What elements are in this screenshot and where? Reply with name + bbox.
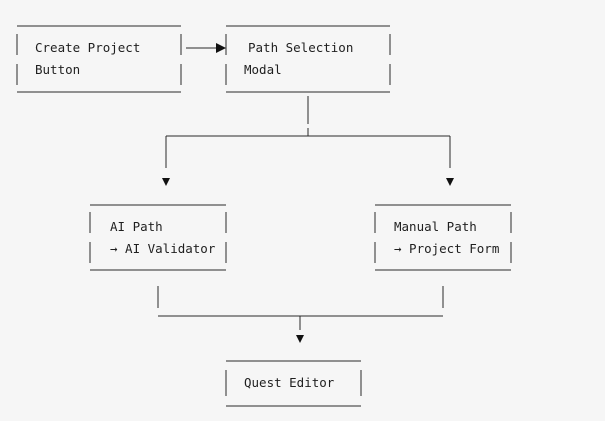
node-ai-path-line1: AI Path bbox=[110, 219, 163, 234]
node-path-selection-frame bbox=[225, 25, 391, 93]
arrowhead-down-merge-icon bbox=[296, 335, 304, 343]
node-ai-path-frame bbox=[89, 204, 227, 271]
node-manual-path-line2: → Project Form bbox=[394, 241, 500, 256]
node-manual-path-frame bbox=[374, 204, 512, 271]
node-ai-path-line2: → AI Validator bbox=[110, 241, 216, 256]
edge-create-to-selection bbox=[186, 43, 226, 53]
arrowhead-right-icon bbox=[216, 43, 226, 53]
arrowhead-down-right-icon bbox=[446, 178, 454, 186]
edge-selection-split bbox=[162, 96, 454, 186]
arrowhead-down-left-icon bbox=[162, 178, 170, 186]
node-create-project-line1: Create Project bbox=[35, 40, 141, 55]
node-quest-editor-label: Quest Editor bbox=[244, 375, 335, 390]
node-manual-path-line1: Manual Path bbox=[394, 219, 477, 234]
node-create-project-line2: Button bbox=[35, 62, 81, 77]
node-path-selection-line1: Path Selection bbox=[248, 40, 354, 55]
node-quest-editor-frame bbox=[225, 360, 362, 407]
node-create-project-frame bbox=[16, 25, 182, 93]
node-path-selection-line2: Modal bbox=[244, 62, 282, 77]
edge-merge-to-quest bbox=[157, 286, 444, 343]
